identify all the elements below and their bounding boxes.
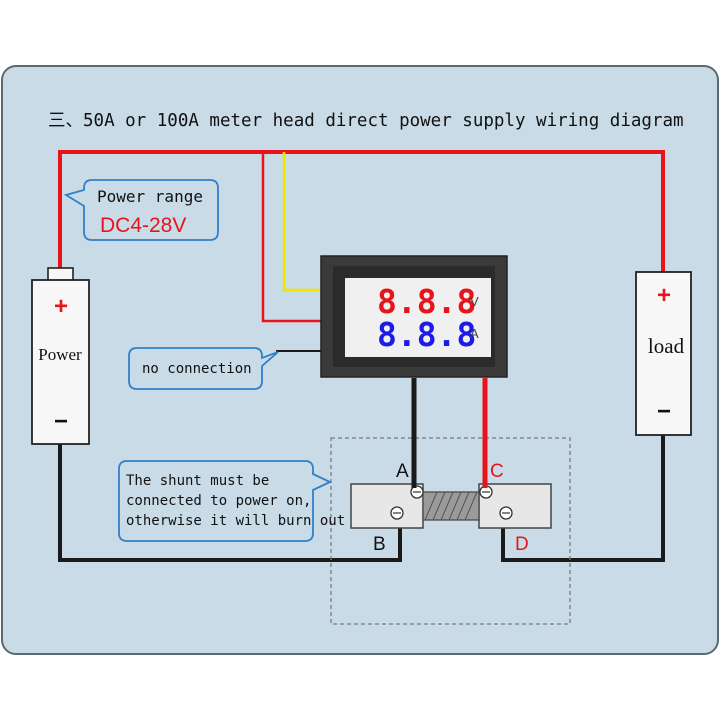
terminal-label-d: D — [515, 534, 529, 555]
shunt-warning-line-2: connected to power on, — [126, 493, 311, 509]
load-label: load — [648, 334, 685, 358]
shunt-warning-callout — [118, 460, 333, 542]
no-connection-callout — [128, 347, 279, 390]
diagram-title: 三、50A or 100A meter head direct power su… — [48, 111, 684, 131]
screw-terminal-d — [499, 506, 513, 520]
power-supply — [31, 279, 90, 445]
shunt-resistor-hatching — [424, 491, 478, 521]
power-minus-symbol: − — [54, 408, 68, 435]
screw-terminal-b — [390, 506, 404, 520]
shunt-warning-line-1: The shunt must be — [126, 473, 269, 489]
shunt-warning-line-3: otherwise it will burn out — [126, 513, 345, 529]
no-connection-label: no connection — [142, 361, 252, 377]
load-minus-symbol: − — [657, 398, 671, 425]
terminal-label-b: B — [373, 534, 386, 555]
yellow-wire-meter — [282, 152, 322, 292]
black-wire-power-negative — [58, 443, 402, 562]
power-range-value: DC4-28V — [100, 214, 186, 237]
terminal-label-a: A — [396, 461, 409, 482]
terminal-label-c: C — [490, 461, 504, 482]
voltage-readout: 8.8.8 — [377, 282, 476, 321]
voltage-unit: V — [470, 294, 479, 309]
power-range-label: Power range — [97, 187, 203, 206]
black-wire-load-negative — [501, 433, 665, 562]
current-unit: A — [470, 326, 479, 341]
red-wire-top — [58, 150, 665, 277]
power-label: Power — [38, 345, 82, 364]
red-wire-meter-feed — [261, 152, 322, 323]
screw-terminal-a — [410, 485, 424, 499]
load-plus-symbol: + — [657, 282, 671, 309]
shunt-outline — [330, 437, 571, 625]
meter-display — [345, 278, 491, 357]
power-supply-cap — [47, 267, 74, 282]
load-box — [635, 271, 692, 436]
power-range-callout — [63, 179, 219, 241]
current-readout: 8.8.8 — [377, 315, 476, 354]
power-plus-symbol: + — [54, 293, 68, 320]
